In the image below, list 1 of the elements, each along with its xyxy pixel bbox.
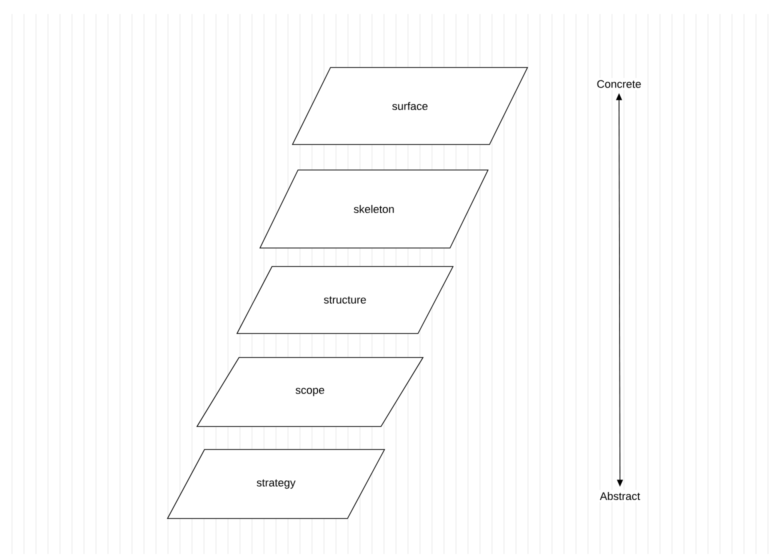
axis-label: Concrete bbox=[594, 78, 644, 90]
